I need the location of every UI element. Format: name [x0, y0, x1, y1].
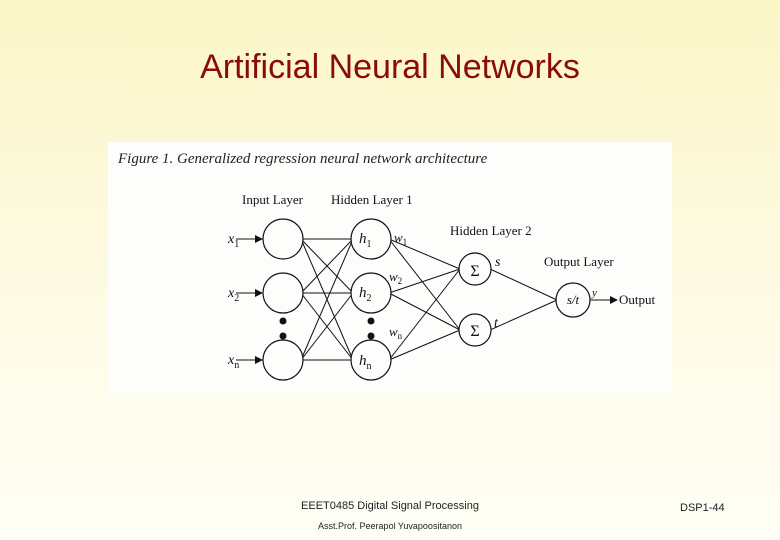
sum-output-t-label: t [494, 316, 499, 331]
nodes [262, 218, 591, 381]
edge-h2-sum2 [388, 292, 461, 331]
svg-text:w2: w2 [389, 269, 402, 286]
output-layer-label: Output Layer [544, 254, 614, 269]
slide-title: Artificial Neural Networks [200, 48, 580, 86]
input-layer-label: Input Layer [242, 192, 304, 207]
sum-node-2 [458, 313, 492, 347]
input-x1-label: x1 [227, 232, 239, 250]
weight-w2-label: w2 [389, 269, 402, 286]
edge-in2-h1 [300, 238, 354, 294]
weight-w1-label: w1 [394, 230, 407, 247]
figure-caption: Figure 1. Generalized regression neural … [117, 151, 488, 167]
svg-text:xn: xn [227, 353, 239, 371]
edge-sum1-out [489, 268, 558, 301]
hidden-node-1 [350, 218, 392, 260]
hidden-node-h1-label: h1 [359, 231, 372, 250]
input-node-1 [262, 218, 304, 260]
grnn-diagram: Figure 1. Generalized regression neural … [117, 151, 656, 381]
hidden-node-h2-label: h2 [359, 285, 372, 304]
output-node [555, 282, 591, 318]
sum-node-1 [458, 252, 492, 286]
svg-text:wn: wn [389, 324, 403, 341]
edge-h3-sum1 [388, 268, 461, 361]
edge-in3-h1 [300, 238, 354, 361]
footer-course: EEET0485 Digital Signal Processing [301, 500, 479, 512]
sum-output-s-label: s [495, 255, 501, 270]
svg-text:hn: hn [359, 353, 372, 372]
hidden-node-3 [350, 339, 392, 381]
connections [236, 235, 618, 364]
hidden-layer-1-label: Hidden Layer 1 [331, 192, 413, 207]
weight-wn-label: wn [389, 324, 403, 341]
input-node-2 [262, 272, 304, 314]
svg-text:w1: w1 [394, 230, 407, 247]
output-label: Output [619, 292, 656, 307]
svg-text:x1: x1 [227, 232, 239, 250]
svg-text:h2: h2 [359, 285, 372, 304]
hidden-ellipsis-dot-2 [367, 332, 375, 340]
hidden-node-2 [350, 272, 392, 314]
input-x2-label: x2 [227, 286, 239, 304]
footer-author: Asst.Prof. Peerapol Yuvapoositanon [318, 521, 462, 531]
page-number: DSP1-44 [680, 502, 725, 514]
hidden-node-hn-label: hn [359, 353, 372, 372]
edge-in3-h2 [300, 292, 354, 361]
input-ellipsis-dot-1 [279, 317, 287, 325]
edge-h3-sum2 [388, 329, 461, 361]
y-label: y [591, 287, 597, 299]
input-node-3 [262, 339, 304, 381]
edge-h2-sum1 [388, 268, 461, 294]
edge-sum2-out [489, 299, 558, 331]
svg-text:h1: h1 [359, 231, 372, 250]
edge-h1-sum1 [388, 238, 461, 270]
sum-node-s-symbol: Σ [470, 263, 479, 280]
output-node-label: s/t [567, 292, 580, 307]
sum-node-t-symbol: Σ [470, 323, 479, 340]
grnn-figure: Figure 1. Generalized regression neural … [108, 142, 672, 394]
input-ellipsis-dot-2 [279, 332, 287, 340]
hidden-ellipsis-dot-1 [367, 317, 375, 325]
input-xn-label: xn [227, 353, 239, 371]
svg-text:x2: x2 [227, 286, 239, 304]
edge-h1-sum2 [388, 238, 461, 331]
hidden-layer-2-label: Hidden Layer 2 [450, 223, 532, 238]
